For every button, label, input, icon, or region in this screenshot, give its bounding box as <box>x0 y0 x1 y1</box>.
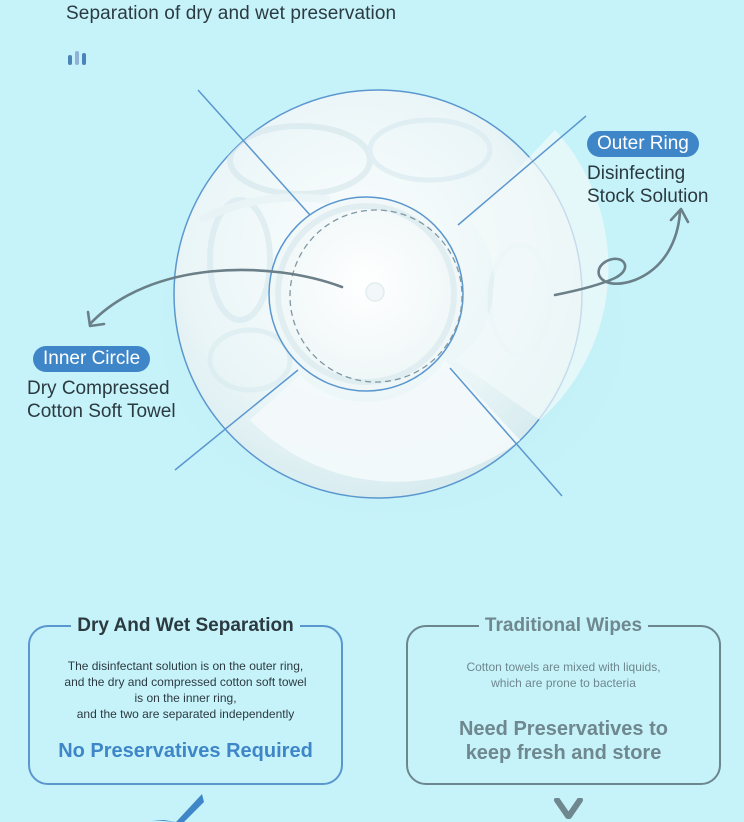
card-footer: No Preservatives Required <box>58 740 313 762</box>
divider-line <box>174 369 299 471</box>
card-body-line: and the two are separated independently <box>76 707 295 721</box>
card-body-line: is on the inner ring, <box>134 691 237 705</box>
towel-center <box>365 282 385 302</box>
outer-ring-arrow <box>553 210 682 297</box>
divider-line <box>197 89 311 216</box>
card-body: Cotton towels are mixed with liquids, wh… <box>418 659 709 691</box>
card-body: The disinfectant solution is on the oute… <box>40 658 331 722</box>
inner-circle-arrowhead <box>86 310 106 328</box>
check-icon <box>152 794 204 822</box>
outer-ring-arrowhead <box>669 207 690 224</box>
divider-line <box>449 367 563 497</box>
traditional-wipes-card: Traditional Wipes Cotton towels are mixe… <box>406 615 721 785</box>
card-footer-line: Need Preservatives to <box>458 718 668 740</box>
inner-circle-description-line: Dry Compressed <box>27 378 170 399</box>
page-title: Separation of dry and wet preservation <box>66 3 397 24</box>
outer-ring-description-line: Disinfecting <box>587 163 686 184</box>
outer-ring-label: Outer Ring <box>587 131 699 157</box>
bars-icon <box>68 51 92 65</box>
card-footer-line: keep fresh and store <box>465 742 662 764</box>
towel-outline <box>289 209 463 383</box>
inner-circle-arrow <box>88 268 344 326</box>
dry-sector-highlight-right <box>455 130 609 420</box>
card-title: Dry And Wet Separation <box>71 615 300 636</box>
dry-wet-separation-card: Dry And Wet Separation The disinfectant … <box>28 615 343 785</box>
container-diagram <box>86 89 690 545</box>
divider-line <box>457 115 587 226</box>
card-body-line: and the dry and compressed cotton soft t… <box>64 675 307 689</box>
card-body-line: which are prone to bacteria <box>491 676 636 690</box>
inner-circle-label: Inner Circle <box>33 346 151 372</box>
card-title: Traditional Wipes <box>478 615 649 636</box>
dry-sector-highlight <box>250 360 520 482</box>
outer-ring-description-line: Stock Solution <box>587 186 709 207</box>
inner-circle-description: Dry Compressed Cotton Soft Towel <box>27 377 176 423</box>
card-footer: Need Preservatives to keep fresh and sto… <box>408 717 719 765</box>
card-body-line: Cotton towels are mixed with liquids, <box>466 660 661 674</box>
cross-icon <box>554 798 583 819</box>
outer-ring-description: Disinfecting Stock Solution <box>587 162 708 208</box>
card-body-line: The disinfectant solution is on the oute… <box>67 659 304 673</box>
inner-circle-description-line: Cotton Soft Towel <box>27 401 176 422</box>
